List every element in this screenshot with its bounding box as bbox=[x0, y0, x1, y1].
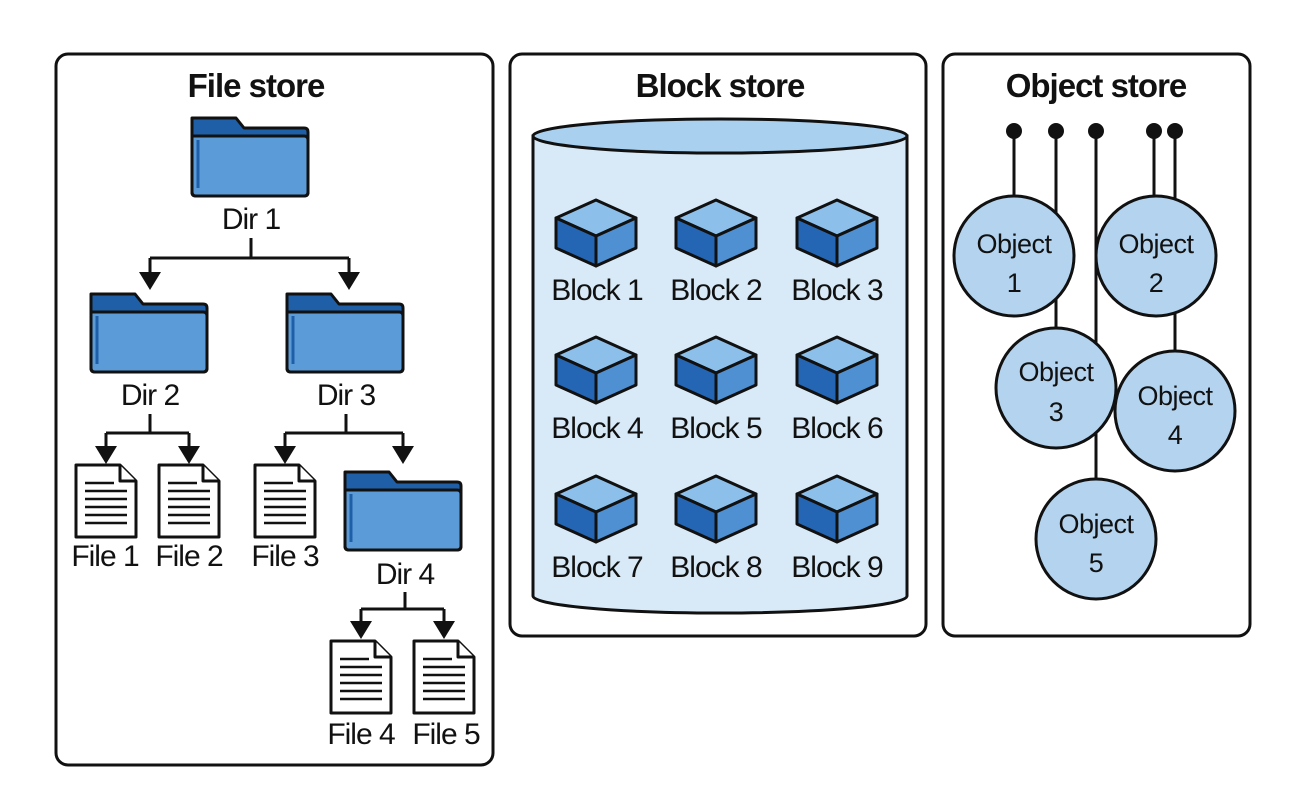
object-node: Object 2 bbox=[1094, 194, 1218, 318]
file-store-title: File store bbox=[188, 67, 325, 104]
svg-text:3: 3 bbox=[1049, 397, 1064, 427]
folder-icon bbox=[343, 470, 463, 552]
svg-text:2: 2 bbox=[1149, 268, 1164, 298]
block-label: Block 4 bbox=[551, 412, 643, 445]
svg-text:1: 1 bbox=[1007, 268, 1022, 298]
object-store-title: Object store bbox=[1006, 67, 1187, 104]
file-icon bbox=[74, 463, 138, 539]
svg-text:4: 4 bbox=[1168, 420, 1183, 450]
file-label: File 5 bbox=[412, 718, 480, 751]
block-store-title: Block store bbox=[636, 67, 805, 104]
dir-label: Dir 1 bbox=[222, 203, 281, 236]
svg-text:5: 5 bbox=[1089, 548, 1104, 578]
svg-text:Object: Object bbox=[1137, 381, 1213, 411]
tree-connector bbox=[283, 414, 405, 446]
block-label: Block 6 bbox=[791, 412, 883, 445]
file-icon bbox=[157, 463, 221, 539]
svg-text:Object: Object bbox=[1058, 509, 1134, 539]
svg-text:Object: Object bbox=[976, 229, 1052, 259]
object-node: Object 5 bbox=[1034, 477, 1158, 601]
file-store-panel bbox=[54, 52, 495, 767]
dir-label: Dir 2 bbox=[121, 379, 180, 412]
file-label: File 1 bbox=[71, 540, 139, 573]
tree-connector bbox=[104, 414, 191, 446]
dir-label: Dir 4 bbox=[376, 558, 435, 591]
folder-icon bbox=[190, 116, 310, 198]
object-node: Object 3 bbox=[994, 326, 1118, 450]
object-node: Object 4 bbox=[1113, 349, 1237, 473]
folder-icon bbox=[285, 292, 405, 374]
file-icon bbox=[253, 463, 317, 539]
svg-text:Object: Object bbox=[1018, 357, 1094, 387]
block-label: Block 5 bbox=[670, 412, 762, 445]
object-node: Object 1 bbox=[952, 194, 1076, 318]
dir-label: Dir 3 bbox=[317, 379, 376, 412]
file-label: File 3 bbox=[251, 540, 319, 573]
block-label: Block 7 bbox=[551, 551, 643, 584]
block-label: Block 1 bbox=[551, 274, 643, 307]
file-icon bbox=[412, 639, 476, 715]
block-label: Block 2 bbox=[670, 274, 762, 307]
folder-icon bbox=[89, 292, 209, 374]
tree-connector bbox=[359, 592, 446, 621]
svg-text:Object: Object bbox=[1118, 229, 1194, 259]
block-label: Block 3 bbox=[791, 274, 883, 307]
block-label: Block 9 bbox=[791, 551, 883, 584]
file-icon bbox=[329, 639, 393, 715]
pin-dot-icon bbox=[1006, 123, 1183, 139]
tree-connector bbox=[148, 238, 351, 272]
file-label: File 2 bbox=[155, 540, 223, 573]
block-label: Block 8 bbox=[670, 551, 762, 584]
file-label: File 4 bbox=[327, 718, 395, 751]
